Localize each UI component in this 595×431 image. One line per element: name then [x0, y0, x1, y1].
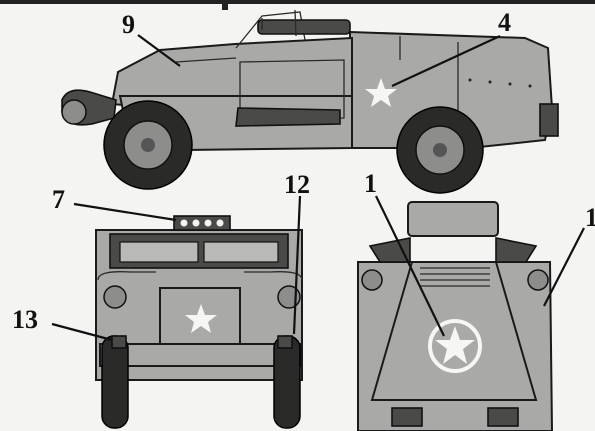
callout-1-cropped: 1 [585, 203, 595, 232]
fender-lines [97, 271, 303, 281]
leader-12 [292, 195, 302, 335]
leader-4 [391, 35, 501, 87]
right-flange [495, 237, 538, 263]
front-right-tyre [273, 335, 301, 429]
callout-9: 9 [122, 10, 135, 39]
top-right-light [527, 269, 549, 291]
side-star-insignia [365, 78, 397, 107]
front-bumper [99, 343, 301, 367]
top-windscreen [407, 201, 499, 237]
running-board [235, 107, 341, 127]
folded-canvas [257, 19, 351, 35]
right-blackout-light [277, 335, 293, 349]
crew-opening [239, 59, 345, 121]
top-star-insignia [435, 326, 475, 364]
top-border [0, 0, 595, 4]
left-flange [368, 237, 411, 263]
leader-13 [51, 322, 113, 342]
leader-1 [375, 195, 445, 337]
leader-9 [137, 34, 181, 67]
top-border-tick [222, 0, 228, 10]
top-rear-box-left [391, 407, 423, 427]
top-grille [420, 267, 490, 287]
front-left-tyre [101, 335, 129, 429]
front-view [95, 215, 303, 429]
callout-12: 12 [284, 170, 310, 199]
top-rear-box-right [487, 407, 519, 427]
left-blackout-light [111, 335, 127, 349]
roller-drum [61, 99, 87, 125]
top-star-circle [428, 319, 482, 373]
top-view [357, 201, 554, 431]
callout-7: 7 [52, 185, 65, 214]
star-bar-stars [180, 219, 224, 227]
leader-7 [73, 202, 177, 222]
mg-mount [261, 9, 297, 37]
rear-step [539, 103, 559, 137]
star-bar [173, 215, 231, 231]
rivet-row [468, 78, 532, 88]
top-left-light [361, 269, 383, 291]
callout-13: 13 [12, 305, 38, 334]
callout-1: 1 [364, 169, 377, 198]
leader-1-cropped [543, 227, 585, 307]
front-star-insignia [185, 304, 217, 333]
side-view [61, 9, 559, 194]
callout-4: 4 [498, 8, 511, 37]
left-headlight [103, 285, 127, 309]
